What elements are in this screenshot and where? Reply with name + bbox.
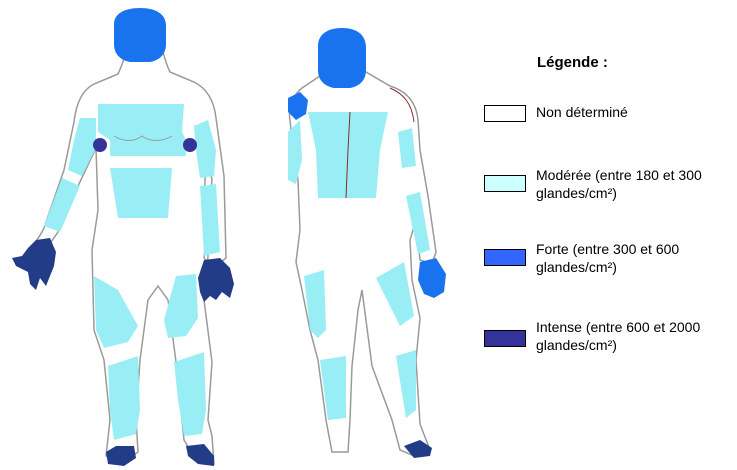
back-calf-left-moderate-zone (320, 356, 346, 420)
front-shin-right-moderate-zone (174, 352, 206, 436)
legend-label-intense: Intense (entre 600 et 2000 glandes/cm²) (536, 318, 737, 354)
back-hand-right-strong-zone (418, 258, 446, 298)
legend-title: Légende : (537, 54, 608, 71)
front-hand-left-intense-zone (12, 238, 56, 290)
front-head-strong-zone (114, 8, 166, 62)
front-view-figure (12, 8, 234, 466)
legend-label-undetermined: Non déterminé (536, 103, 737, 121)
front-shin-left-moderate-zone (108, 356, 140, 440)
back-head-strong-zone (318, 28, 366, 88)
back-view-figure (288, 28, 446, 458)
front-chest-moderate-zone (98, 104, 186, 156)
back-thigh-left-moderate-zone (304, 270, 326, 338)
legend-label-moderate: Modérée (entre 180 et 300 glandes/cm²) (536, 166, 737, 202)
front-abdomen-moderate-zone (110, 168, 172, 218)
legend-swatch-undetermined (484, 105, 526, 122)
legend-label-strong: Forte (entre 300 et 600 glandes/cm²) (536, 240, 737, 276)
legend-swatch-intense (484, 330, 526, 347)
front-hand-right-intense-zone (198, 258, 234, 302)
legend-swatch-strong (484, 249, 526, 266)
legend-swatch-moderate (484, 175, 526, 192)
front-armpit-left-intense-zone (93, 138, 107, 152)
front-forearm-left-moderate-zone (44, 178, 80, 232)
front-armpit-right-intense-zone (183, 138, 197, 152)
